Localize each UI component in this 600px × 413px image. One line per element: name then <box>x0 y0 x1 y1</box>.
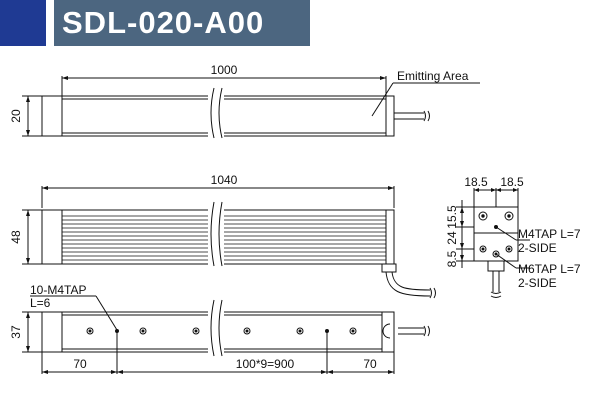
end-view <box>456 188 530 298</box>
emitting-area-label: Emitting Area <box>397 69 469 83</box>
page-title: SDL-020-A00 <box>62 5 265 40</box>
m6-tap-label-line1: M6TAP L=7 <box>518 262 581 276</box>
header-gap <box>46 0 54 46</box>
end-dim-15-5-label: 15.5 <box>445 205 459 229</box>
tap-label-line2: L=6 <box>30 296 51 310</box>
top-view-length-label: 1000 <box>211 63 238 77</box>
top-view <box>22 76 480 137</box>
m4-tap-label-line2: 2-SIDE <box>518 241 557 255</box>
header-accent-block <box>0 0 46 46</box>
right-margin-label: 70 <box>363 357 377 371</box>
side-view <box>22 186 436 299</box>
pitch-label: 100*9=900 <box>236 357 295 371</box>
end-dim-24-label: 24 <box>445 231 459 245</box>
side-view-length-label: 1040 <box>211 173 238 187</box>
end-width-left-label: 18.5 <box>464 175 488 189</box>
bottom-view-height-label: 37 <box>9 325 23 339</box>
end-dim-8-5-label: 8.5 <box>445 250 459 267</box>
left-margin-label: 70 <box>73 357 87 371</box>
top-view-height-label: 20 <box>9 109 23 123</box>
header-bar <box>54 0 310 46</box>
tap-label-line1: 10-M4TAP <box>30 283 86 297</box>
m6-tap-label-line2: 2-SIDE <box>518 276 557 290</box>
mounting-holes <box>86 327 357 335</box>
side-view-height-label: 48 <box>9 230 23 244</box>
m4-tap-label-line1: M4TAP L=7 <box>518 227 581 241</box>
end-width-right-label: 18.5 <box>500 175 524 189</box>
